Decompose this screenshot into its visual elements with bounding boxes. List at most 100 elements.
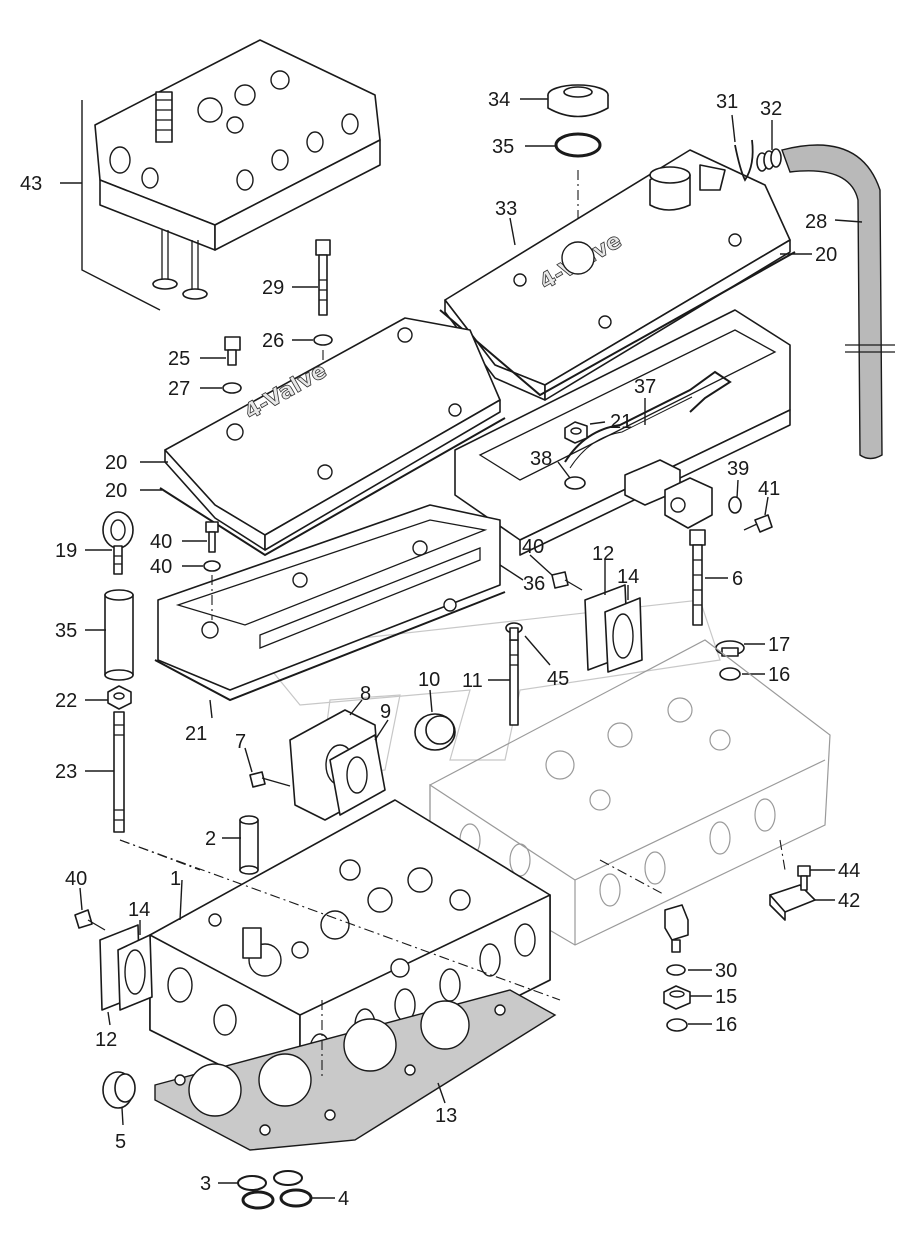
washer-39 (203, 560, 221, 572)
callout-3: 3 (200, 1173, 211, 1195)
callout-33: 34 (488, 89, 510, 111)
hose-clip-29 (734, 139, 754, 182)
callout-21-lower: 22 (55, 690, 77, 712)
gasket-14-lower (117, 934, 153, 1011)
callout-30: 32 (760, 98, 782, 120)
callout-12-lower: 12 (95, 1029, 117, 1051)
screw-38 (205, 521, 219, 553)
callout-4: 4 (338, 1188, 349, 1210)
callout-13: 13 (435, 1105, 457, 1127)
callout-1: 1 (170, 868, 181, 890)
callout-18: 19 (55, 540, 77, 562)
callout-16-upper: 16 (768, 664, 790, 686)
bracket-42 (769, 884, 816, 921)
callout-21-upper: 21 (610, 411, 632, 433)
bolt-7 (249, 771, 291, 788)
callout-29: 31 (716, 91, 738, 113)
callout-37: 38 (530, 448, 552, 470)
callout-14-upper: 14 (617, 566, 639, 588)
callout-20-lower: 21 (185, 723, 207, 745)
washer-24-left (222, 382, 242, 394)
oil-pipe-36 (564, 370, 732, 469)
washer-16-upper (719, 667, 741, 681)
stud-22 (113, 711, 125, 833)
callout-19: 20 (105, 452, 127, 474)
breather-hose-26 (781, 144, 895, 460)
washer-24-upper (313, 334, 333, 346)
washer-28 (666, 964, 686, 976)
callout-25: 33 (495, 198, 517, 220)
callout-22: 23 (55, 761, 77, 783)
washer-16-lower (666, 1018, 688, 1032)
sensor-connector (624, 459, 713, 529)
cylinder-head-assembly-44 (94, 39, 381, 300)
callout-10: 10 (418, 669, 440, 691)
callout-28: 30 (715, 960, 737, 982)
washer-37 (564, 476, 586, 490)
bolt-27 (315, 239, 331, 316)
callout-40-lower-label: 40 (65, 868, 87, 890)
callout-38: 40 (150, 531, 172, 553)
cap-5 (102, 1071, 136, 1109)
callout-45: 45 (547, 668, 569, 690)
callout-31: 36 (523, 573, 545, 595)
callout-16-lower: 16 (715, 1014, 737, 1036)
callout-34: 35 (492, 136, 514, 158)
callout-42: 42 (838, 890, 860, 912)
callout-39: 40 (150, 556, 172, 578)
gasket-14-upper (604, 597, 643, 673)
callout-15: 15 (715, 986, 737, 1008)
callout-6: 6 (732, 568, 743, 590)
callout-12-upper: 12 (592, 543, 614, 565)
washer-45 (505, 622, 523, 641)
oil-filler-cap-33 (547, 84, 609, 118)
callout-43: 44 (838, 860, 860, 882)
callout-36: 37 (634, 376, 656, 398)
callout-23: 25 (168, 348, 190, 370)
head-gasket-13 (154, 989, 557, 1151)
callout-8: 8 (360, 683, 371, 705)
washer-32 (728, 496, 742, 514)
callout-17: 17 (768, 634, 790, 656)
screw-41 (743, 514, 773, 533)
spacer-35 (104, 589, 134, 681)
nut-21-lower (107, 685, 132, 710)
callout-27: 29 (262, 277, 284, 299)
bolt-40-upper (551, 571, 583, 591)
stud-11 (509, 639, 519, 726)
hose-spring-30 (756, 148, 782, 172)
callout-24-upper: 26 (262, 330, 284, 352)
o-ring-34 (554, 132, 602, 158)
valve-cover-25: 4-Valve (444, 149, 791, 401)
plug-15 (663, 985, 691, 1010)
callout-32: 39 (727, 458, 749, 480)
callout-20-upper-left: 20 (105, 480, 127, 502)
ring-4 (273, 1170, 313, 1208)
callout-9: 9 (380, 701, 391, 723)
nut-21-upper (564, 421, 588, 444)
callout-5: 5 (115, 1131, 126, 1153)
bolt-40-lower (74, 909, 106, 931)
callout-40-upper-label: 40 (522, 536, 544, 558)
eye-bolt-18 (102, 511, 134, 575)
sensor-unit (664, 904, 689, 953)
screw-43 (797, 865, 811, 891)
callout-35-label: 35 (55, 620, 77, 642)
callout-41: 41 (758, 478, 780, 500)
callout-26: 28 (805, 211, 827, 233)
ring-3 (237, 1175, 275, 1210)
bolt-6 (689, 529, 706, 626)
gasket-9 (329, 734, 386, 816)
cap-10 (414, 713, 456, 751)
callout-2: 2 (205, 828, 216, 850)
plug-17 (715, 640, 745, 657)
callout-24-left: 27 (168, 378, 190, 400)
callout-14-lower: 14 (128, 899, 150, 921)
rocker-housing-31 (157, 504, 501, 691)
callout-11: 11 (462, 670, 483, 692)
bolt-23 (224, 336, 241, 366)
callout-20-right: 20 (815, 244, 837, 266)
dowel-2 (239, 815, 259, 875)
callout-7: 7 (235, 731, 246, 753)
